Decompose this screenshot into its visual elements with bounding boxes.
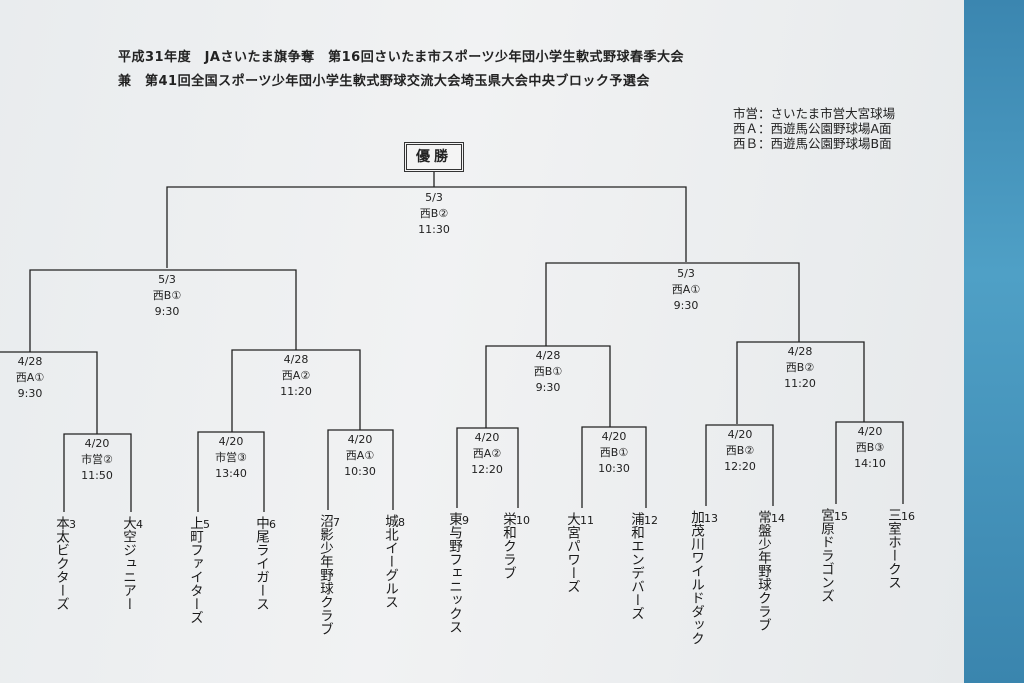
match-qf3: 4/28 西B① 9:30 bbox=[533, 349, 563, 394]
match-r1-c: 4/20 西A① 10:30 bbox=[344, 433, 376, 478]
r1-g-bracket bbox=[835, 421, 904, 504]
r1-c-bracket bbox=[327, 429, 394, 510]
r1-a-bracket bbox=[63, 433, 132, 512]
sf-right-bracket bbox=[545, 262, 800, 346]
title-line-2: 兼 第41回全国スポーツ少年団小学生軟式野球交流大会埼玉県大会中央ブロック予選会 bbox=[118, 74, 650, 89]
sf-left-bracket bbox=[29, 269, 297, 352]
champion-box: 優勝 bbox=[404, 142, 464, 172]
table-surface bbox=[964, 0, 1024, 683]
qf3-bracket bbox=[485, 345, 611, 428]
match-r1-g: 4/20 西B③ 14:10 bbox=[854, 425, 886, 470]
match-r1-f: 4/20 西B② 12:20 bbox=[724, 428, 756, 473]
r1-b-bracket bbox=[197, 431, 265, 512]
match-sf-right: 5/3 西A① 9:30 bbox=[671, 267, 701, 312]
legend-item-nishi-a: 西Ａ：西遊馬公園野球場A面 bbox=[733, 121, 892, 136]
qf4-bracket bbox=[736, 341, 865, 424]
match-r1-d: 4/20 西A② 12:20 bbox=[471, 431, 503, 476]
r1-e-bracket bbox=[581, 426, 647, 508]
match-qf1: 4/28 西A① 9:30 bbox=[15, 355, 45, 400]
match-r1-b: 4/20 市営③ 13:40 bbox=[215, 435, 247, 480]
match-r1-a: 4/20 市営② 11:50 bbox=[81, 437, 113, 482]
legend-item-nishi-b: 西Ｂ：西遊馬公園野球場B面 bbox=[733, 136, 892, 151]
final-bracket bbox=[166, 186, 687, 268]
r1-d-bracket bbox=[456, 427, 519, 508]
r1-f-bracket bbox=[705, 424, 774, 506]
qf1-bracket bbox=[0, 351, 98, 434]
qf2-bracket bbox=[231, 349, 361, 432]
legend-item-shiei: 市営：さいたま市営大宮球場 bbox=[733, 106, 896, 121]
tournament-sheet: 平成31年度 JAさいたま旗争奪 第16回さいたま市スポーツ少年団小学生軟式野球… bbox=[0, 0, 964, 683]
match-qf4: 4/28 西B② 11:20 bbox=[784, 345, 816, 390]
match-final: 5/3 西B② 11:30 bbox=[418, 191, 450, 236]
title-line-1: 平成31年度 JAさいたま旗争奪 第16回さいたま市スポーツ少年団小学生軟式野球… bbox=[118, 50, 685, 65]
match-sf-left: 5/3 西B① 9:30 bbox=[152, 273, 182, 318]
bracket-lines bbox=[0, 172, 904, 512]
match-r1-e: 4/20 西B① 10:30 bbox=[598, 430, 630, 475]
match-qf2: 4/28 西A② 11:20 bbox=[280, 353, 312, 398]
